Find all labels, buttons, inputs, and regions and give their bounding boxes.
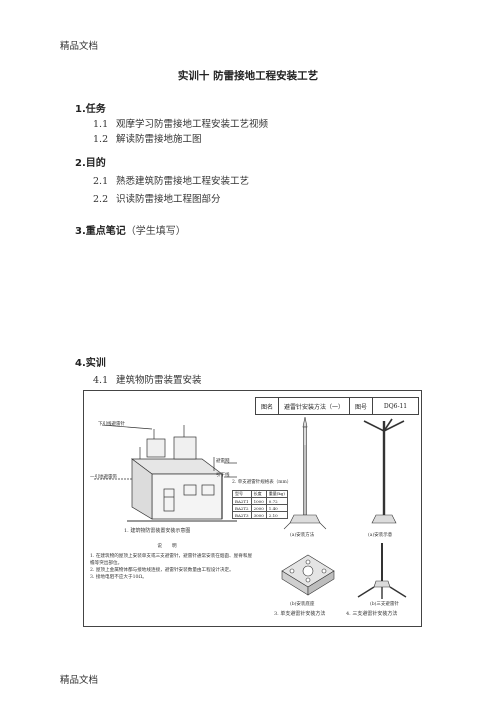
caption-b: (a)安装示意: [368, 533, 393, 538]
three-spike-rod-diagram: [363, 418, 405, 524]
drawing-description: 说明 1. 在建筑物的屋顶上安装单支或三支避雷针，避雷针通常安装在烟囱、屋脊和屋…: [90, 543, 254, 581]
title-block-name-label: 图名: [256, 398, 279, 414]
description-line: 1. 在建筑物的屋顶上安装单支或三支避雷针，避雷针通常安装在烟囱、屋脊和屋檐等突…: [90, 554, 253, 566]
caption-d: (b)三支避雷针: [370, 602, 399, 607]
description-line: 2. 屋顶上金属物体都与接地线连接，避雷针安装数量由工程设计决定。: [90, 568, 234, 573]
section-heading-purpose: 2.目的: [75, 158, 106, 169]
item-text: 解读防雷接地施工图: [116, 134, 202, 145]
single-rod-diagram: [283, 416, 327, 530]
table-header: 长度: [250, 490, 267, 498]
table-cell: 2000: [250, 504, 267, 512]
table-header: 型号: [232, 490, 252, 498]
item-text: 识读防雷接地工程图部分: [116, 194, 221, 205]
title-block-name: 避雷针安装方法（一）: [279, 398, 350, 414]
caption-c: (b)安装底座: [290, 602, 315, 607]
item-text: 建筑物防雷装置安装: [116, 375, 202, 386]
table-cell: BA2T1: [232, 497, 252, 505]
table-cell: 3000: [250, 511, 267, 519]
table-row: BA2T3 3000 2.10: [232, 511, 288, 519]
item-text: 熟悉建筑防雷接地工程安装工艺: [116, 176, 250, 187]
spec-table: 型号 长度 重量(kg) BA2T1 1000 0.72 BA2T2 2000 …: [232, 490, 288, 519]
section-heading-task: 1.任务: [75, 104, 106, 115]
caption-three-rods: 4. 三支避雷针安装方法: [346, 611, 398, 617]
item-number: 1.2: [93, 134, 109, 145]
section-heading-text: 3.重点笔记: [75, 226, 126, 237]
label-ground: 一引地避雷带: [90, 475, 117, 480]
three-rods-diagram: [357, 543, 407, 599]
caption-a: (a)安装方法: [290, 533, 315, 538]
item-number: 2.2: [93, 194, 109, 205]
list-item: 1.2 解读防雷接地施工图: [93, 131, 202, 145]
page-footer: 精品文档: [60, 675, 99, 686]
section-note: （学生填写）: [125, 226, 186, 237]
page-title: 实训十 防雷接地工程安装工艺: [177, 70, 319, 82]
item-number: 4.1: [93, 375, 109, 386]
title-block-no-label: 图号: [350, 398, 373, 414]
item-number: 2.1: [93, 176, 109, 187]
base-plate-diagram: [281, 554, 335, 596]
section-heading-practice: 4.实训: [75, 358, 106, 369]
label-rod: 下引线避雷针: [98, 422, 125, 427]
page-header: 精品文档: [60, 41, 99, 52]
list-item: 4.1 建筑物防雷装置安装: [93, 372, 202, 386]
spec-table-title: 2. 单支避雷针规格表（mm）: [232, 480, 292, 485]
caption-single-rod: 3. 单支避雷针安装方法: [274, 611, 326, 617]
item-text: 观摩学习防雷接地工程安装工艺视频: [116, 119, 269, 130]
building-diagram: [94, 424, 237, 522]
table-cell: BA2T3: [232, 511, 252, 519]
label-net: 避雷网: [216, 459, 230, 464]
caption-building: 1. 建筑物防雷装置安装示意图: [124, 528, 191, 534]
label-down: 引下线: [216, 473, 230, 478]
item-number: 1.1: [93, 119, 109, 130]
description-line: 3. 接地电阻不应大于10Ω。: [90, 575, 147, 580]
list-item: 2.2 识读防雷接地工程图部分: [93, 191, 221, 205]
table-cell: 2.10: [265, 511, 288, 519]
table-cell: 1000: [250, 497, 267, 505]
description-heading: 说明: [157, 544, 187, 549]
title-block-no: DQ6-11: [383, 402, 408, 410]
drawing-title-block: 图名 避雷针安装方法（一） 图号 DQ6-11: [255, 397, 419, 415]
list-item: 1.1 观摩学习防雷接地工程安装工艺视频: [93, 116, 268, 130]
list-item: 2.1 熟悉建筑防雷接地工程安装工艺: [93, 173, 249, 187]
lightning-rod-drawing: 图名 避雷针安装方法（一） 图号 DQ6-11 下引线避雷针: [83, 390, 422, 627]
section-heading-notes: 3.重点笔记（学生填写）: [75, 222, 186, 237]
table-cell: BA2T2: [232, 504, 252, 512]
